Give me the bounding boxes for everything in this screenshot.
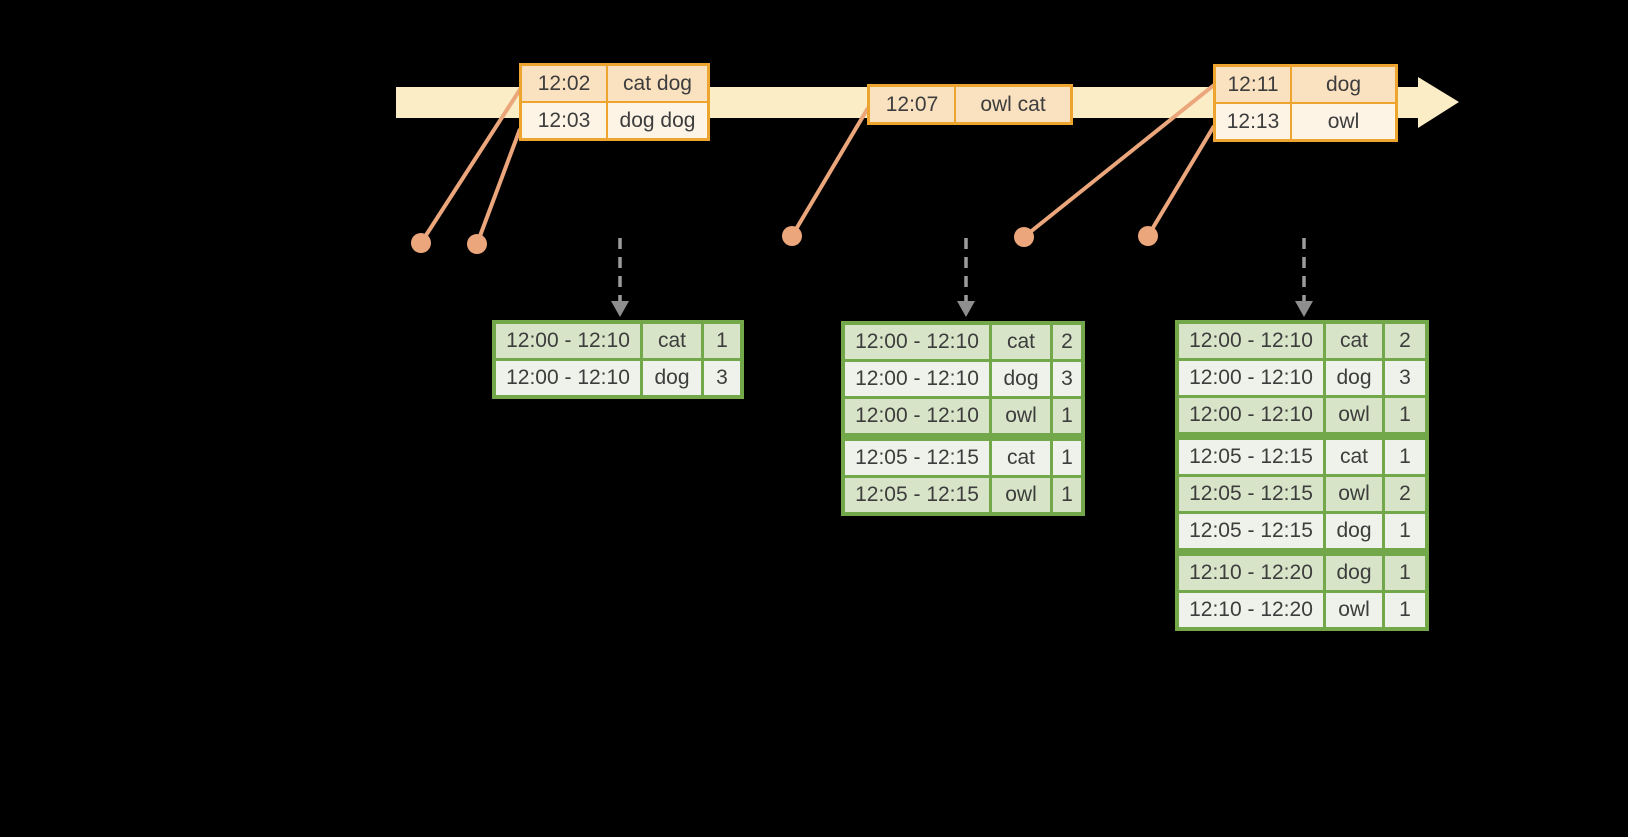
word-cell: cat [643,324,701,358]
window-range-cell: 12:05 - 12:15 [845,441,989,475]
window-range-cell: 12:10 - 12:20 [1179,556,1323,590]
count-cell: 1 [1385,440,1425,474]
count-cell: 3 [1385,361,1425,395]
count-cell: 1 [1385,398,1425,432]
window-range-cell: 12:00 - 12:10 [845,399,989,433]
event-time-dot-icon [1014,227,1034,247]
window-range-cell: 12:05 - 12:15 [1179,440,1323,474]
word-cell: dog [643,361,701,395]
window-range-cell: 12:00 - 12:10 [845,362,989,396]
word-cell: owl [992,399,1050,433]
event-connector-line [419,86,523,245]
event-time-cell: 12:07 [870,87,954,122]
event-words-cell: dog dog [608,103,707,138]
event-time-dot-icon [411,233,431,253]
event-connector-line [790,106,870,238]
window-range-cell: 12:00 - 12:10 [845,325,989,359]
count-cell: 2 [1385,477,1425,511]
event-words-cell: cat dog [608,66,707,101]
count-cell: 1 [1385,593,1425,627]
word-cell: owl [992,478,1050,512]
event-connector-lines [419,83,1216,245]
window-range-cell: 12:10 - 12:20 [1179,593,1323,627]
word-cell: owl [1326,477,1382,511]
count-cell: 1 [1053,441,1081,475]
count-cell: 1 [1385,514,1425,548]
event-connector-line [1022,83,1216,239]
count-cell: 1 [1385,556,1425,590]
word-cell: cat [1326,440,1382,474]
word-cell: cat [992,441,1050,475]
event-connector-line [1146,124,1216,238]
trigger-arrow-icon [1295,238,1313,317]
trigger-arrow-icon [611,238,629,317]
event-words-cell: owl cat [956,87,1070,122]
word-cell: dog [1326,556,1382,590]
count-cell: 3 [1053,362,1081,396]
count-cell: 1 [704,324,740,358]
window-range-cell: 12:05 - 12:15 [1179,477,1323,511]
window-range-cell: 12:05 - 12:15 [1179,514,1323,548]
event-time-cell: 12:11 [1216,67,1290,102]
word-cell: owl [1326,398,1382,432]
count-cell: 3 [704,361,740,395]
event-time-dot-icon [1138,226,1158,246]
event-time-dots [411,226,1158,254]
timeline-arrowhead-icon [1418,77,1459,128]
word-cell: dog [1326,361,1382,395]
trigger-arrows [611,238,1313,317]
window-range-cell: 12:05 - 12:15 [845,478,989,512]
event-time-cell: 12:03 [522,103,606,138]
word-cell: dog [992,362,1050,396]
word-cell: cat [1326,324,1382,358]
count-cell: 1 [1053,399,1081,433]
event-time-dot-icon [467,234,487,254]
window-range-cell: 12:00 - 12:10 [1179,324,1323,358]
word-cell: dog [1326,514,1382,548]
event-time-cell: 12:13 [1216,104,1290,139]
word-cell: cat [992,325,1050,359]
window-range-cell: 12:00 - 12:10 [1179,398,1323,432]
count-cell: 2 [1385,324,1425,358]
event-words-cell: dog [1292,67,1395,102]
event-time-dot-icon [782,226,802,246]
window-range-cell: 12:00 - 12:10 [1179,361,1323,395]
count-cell: 2 [1053,325,1081,359]
window-range-cell: 12:00 - 12:10 [496,324,640,358]
window-range-cell: 12:00 - 12:10 [496,361,640,395]
trigger-arrow-icon [957,238,975,317]
event-connector-line [475,128,522,245]
count-cell: 1 [1053,478,1081,512]
event-words-cell: owl [1292,104,1395,139]
event-time-cell: 12:02 [522,66,606,101]
word-cell: owl [1326,593,1382,627]
